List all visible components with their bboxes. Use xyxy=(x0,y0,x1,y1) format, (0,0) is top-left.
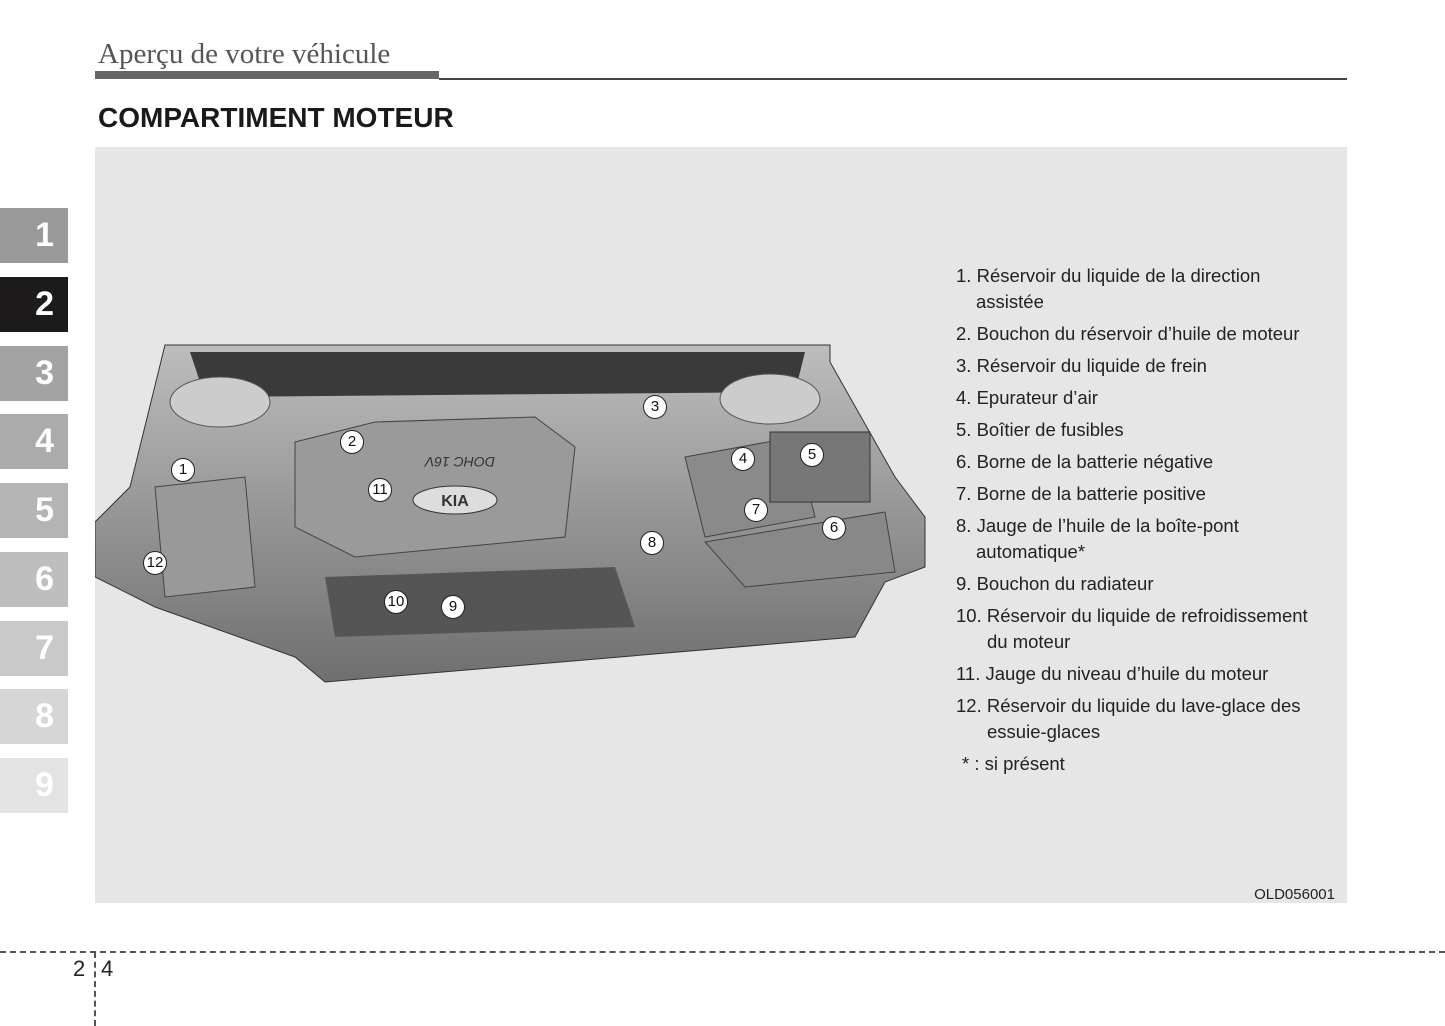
legend-text-continued: automatique* xyxy=(976,541,1086,562)
callout-1: 1 xyxy=(171,458,195,482)
legend-number: 11. xyxy=(956,663,981,684)
legend-number: 6. xyxy=(956,451,972,472)
legend-text-continued: assistée xyxy=(976,291,1044,312)
engine-compartment-illustration: DOHC 16V KIA xyxy=(95,344,926,683)
chapter-tab-8[interactable]: 8 xyxy=(0,689,68,744)
legend-number: 10. xyxy=(956,605,982,626)
optional-note: * : si présent xyxy=(962,753,1065,774)
legend-item: 8. Jauge de l’huile de la boîte-pont auto… xyxy=(956,513,1308,565)
legend-number: 7. xyxy=(956,483,972,504)
legend-list: 1. Réservoir du liquide de la direction a… xyxy=(956,263,1308,783)
legend-text: Bouchon du réservoir d’huile de moteur xyxy=(976,323,1300,344)
legend-number: 8. xyxy=(956,515,972,536)
callout-7: 7 xyxy=(744,498,768,522)
header-rule xyxy=(439,78,1347,80)
legend-item: 9. Bouchon du radiateur xyxy=(956,571,1308,597)
callout-11: 11 xyxy=(368,478,392,502)
legend-item: 7. Borne de la batterie positive xyxy=(956,481,1308,507)
legend-item: 2. Bouchon du réservoir d’huile de moteu… xyxy=(956,321,1308,347)
chapter-tab-2[interactable]: 2 xyxy=(0,277,68,332)
legend-number: 9. xyxy=(956,573,972,594)
chapter-tab-9[interactable]: 9 xyxy=(0,758,68,813)
chapter-tab-4[interactable]: 4 xyxy=(0,414,68,469)
legend-item: 10. Réservoir du liquide de refroidissem… xyxy=(956,603,1308,655)
callout-12: 12 xyxy=(143,551,167,575)
footer-divider xyxy=(0,951,1445,953)
legend-text: Epurateur d’air xyxy=(976,387,1098,408)
chapter-tab-3[interactable]: 3 xyxy=(0,346,68,401)
legend-text-continued: du moteur xyxy=(987,631,1071,652)
section-header: Aperçu de votre véhicule xyxy=(98,38,391,70)
legend-item: 5. Boîtier de fusibles xyxy=(956,417,1308,443)
legend-item: 12. Réservoir du liquide du lave-glace d… xyxy=(956,693,1308,745)
legend-text: Jauge du niveau d’huile du moteur xyxy=(985,663,1269,684)
chapter-tab-5[interactable]: 5 xyxy=(0,483,68,538)
callout-3: 3 xyxy=(643,395,667,419)
legend-item: 6. Borne de la batterie négative xyxy=(956,449,1308,475)
chapter-tab-1[interactable]: 1 xyxy=(0,208,68,263)
legend-item: 3. Réservoir du liquide de frein xyxy=(956,353,1308,379)
legend-number: 1. xyxy=(956,265,972,286)
callout-2: 2 xyxy=(340,430,364,454)
legend-text: Réservoir du liquide de la direction xyxy=(976,265,1261,286)
legend-item: 1. Réservoir du liquide de la direction a… xyxy=(956,263,1308,315)
callout-8: 8 xyxy=(640,531,664,555)
callout-4: 4 xyxy=(731,447,755,471)
chapter-tab-7[interactable]: 7 xyxy=(0,621,68,676)
legend-number: 12. xyxy=(956,695,982,716)
legend-text-continued: essuie-glaces xyxy=(987,721,1101,742)
legend-text: Borne de la batterie positive xyxy=(976,483,1206,504)
legend-number: 2. xyxy=(956,323,972,344)
legend-number: 4. xyxy=(956,387,972,408)
callout-5: 5 xyxy=(800,443,824,467)
legend-item: 11. Jauge du niveau d’huile du moteur xyxy=(956,661,1308,687)
legend-text: Bouchon du radiateur xyxy=(976,573,1154,594)
legend-text: Jauge de l’huile de la boîte-pont xyxy=(976,515,1239,536)
page-title: COMPARTIMENT MOTEUR xyxy=(98,102,454,133)
legend-item: 4. Epurateur d’air xyxy=(956,385,1308,411)
legend-text: Réservoir du liquide de frein xyxy=(976,355,1207,376)
callout-10: 10 xyxy=(384,590,408,614)
legend-text: Borne de la batterie négative xyxy=(976,451,1214,472)
legend-number: 3. xyxy=(956,355,972,376)
callout-6: 6 xyxy=(822,516,846,540)
chapter-number: 2 xyxy=(73,956,86,981)
legend-text: Réservoir du liquide du lave-glace des xyxy=(986,695,1301,716)
legend-text: Boîtier de fusibles xyxy=(976,419,1124,440)
legend-number: 5. xyxy=(956,419,972,440)
page-number-divider xyxy=(94,952,96,1026)
engine-label: DOHC 16V xyxy=(423,454,495,470)
legend-text: Réservoir du liquide de refroidissement xyxy=(986,605,1308,626)
callout-9: 9 xyxy=(441,595,465,619)
kia-logo: KIA xyxy=(441,493,469,510)
header-bar xyxy=(95,71,439,79)
figure-code: OLD056001 xyxy=(1254,886,1335,903)
page-number: 4 xyxy=(101,956,114,981)
chapter-tab-6[interactable]: 6 xyxy=(0,552,68,607)
